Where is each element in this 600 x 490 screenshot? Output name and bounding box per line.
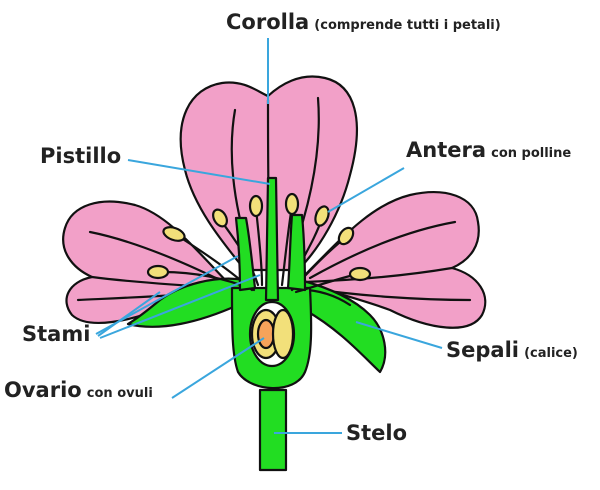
label-antera: Antera con polline [406, 140, 571, 161]
label-sepali-main: Sepali [446, 338, 519, 362]
anthers [146, 192, 372, 282]
leader-sepali [355, 321, 443, 349]
label-ovario-main: Ovario [4, 378, 82, 402]
pistil [264, 176, 280, 302]
label-pistillo-main: Pistillo [40, 144, 122, 168]
leader-stami-3 [99, 274, 261, 339]
label-stelo: Stelo [346, 423, 407, 444]
ovary [248, 300, 296, 368]
label-stami: Stami [22, 324, 90, 345]
label-sepali: Sepali (calice) [446, 340, 578, 361]
label-corolla: Corolla (comprende tutti i petali) [226, 12, 501, 33]
label-antera-note: con polline [491, 146, 572, 161]
label-stelo-main: Stelo [346, 421, 408, 445]
stem [258, 388, 288, 472]
label-sepali-note: (calice) [524, 346, 578, 361]
label-pistillo: Pistillo [40, 146, 121, 167]
leader-antera [327, 167, 405, 213]
leader-stami-2 [97, 291, 161, 337]
right-petal [298, 191, 487, 329]
label-antera-main: Antera [406, 138, 487, 162]
label-corolla-main: Corolla [226, 10, 310, 34]
leader-pistillo [127, 159, 271, 185]
label-ovario-note: con ovuli [86, 386, 153, 401]
label-ovario: Ovario con ovuli [4, 380, 153, 401]
leader-ovario [171, 337, 265, 399]
leader-lines [95, 38, 443, 434]
label-corolla-note: (comprende tutti i petali) [314, 18, 501, 33]
label-stami-main: Stami [22, 322, 91, 346]
stamen-base [234, 213, 307, 292]
